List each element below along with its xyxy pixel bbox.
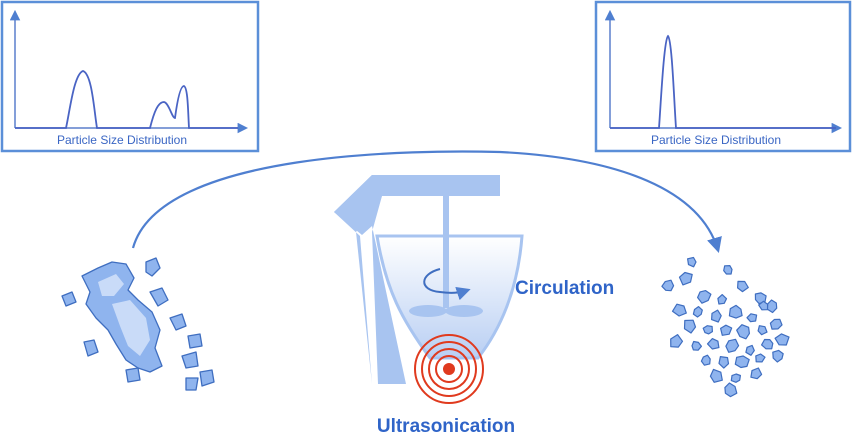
dispersed-particle xyxy=(730,373,741,383)
dispersed-particle xyxy=(671,303,687,317)
dispersed-particle xyxy=(702,325,713,335)
circulation-label: Circulation xyxy=(515,278,614,299)
right-axis-label: Particle Size Distribution xyxy=(651,133,781,147)
dispersed-particle xyxy=(697,290,712,304)
dispersed-particle xyxy=(750,367,763,380)
stirrer-blade-right xyxy=(445,305,483,317)
dispersed-particle xyxy=(709,368,723,383)
dispersed-particle xyxy=(678,271,693,286)
dispersed-particle xyxy=(691,340,702,351)
dispersed-particle xyxy=(661,279,675,292)
left-distribution-curve xyxy=(15,70,238,129)
process-arc-arrow xyxy=(131,150,722,253)
left-axis-label: Particle Size Distribution xyxy=(57,133,187,147)
right-distribution-panel: Particle Size Distribution xyxy=(594,0,852,153)
dispersed-particle xyxy=(723,265,733,275)
agglomerate-fragment xyxy=(145,257,161,277)
agglomerate-fragment xyxy=(185,377,199,391)
agglomerate-fragment xyxy=(83,339,99,357)
stirrer-shaft xyxy=(443,196,449,308)
vessel-liquid xyxy=(375,234,524,360)
dispersed-particle xyxy=(728,304,743,319)
dispersed-particle xyxy=(734,355,750,369)
mixing-vessel xyxy=(334,175,524,384)
dispersed-particle xyxy=(725,338,740,353)
dispersed-particle xyxy=(736,324,750,340)
dispersed-particle xyxy=(687,256,697,268)
agglomerate-highlight xyxy=(98,274,150,356)
dispersed-particle xyxy=(700,354,711,366)
vessel-frame-outer xyxy=(334,175,406,384)
agglomerate-fragment xyxy=(187,333,203,349)
dispersed-particle xyxy=(683,319,697,334)
dispersed-particle xyxy=(766,299,778,314)
dispersed-particle xyxy=(718,356,730,369)
agglomerate-fragment xyxy=(169,313,187,331)
dispersed-particle xyxy=(757,325,768,336)
dispersed-particle xyxy=(746,313,758,323)
dispersed-particle xyxy=(745,344,755,356)
ultrasonication-label: Ultrasonication xyxy=(377,416,515,437)
dispersed-particle xyxy=(706,338,720,350)
dispersed-particle xyxy=(737,280,749,293)
dispersed-particle xyxy=(717,294,728,305)
agglomerate-fragment xyxy=(61,291,77,307)
circulation-arrow-icon xyxy=(423,268,471,301)
dispersed-particle xyxy=(692,306,703,318)
ultrasound-source-icon xyxy=(414,334,484,404)
dispersed-particle xyxy=(769,318,783,330)
agglomerated-particles xyxy=(61,257,215,391)
dispersed-particle xyxy=(724,382,738,398)
agglomerate-fragment xyxy=(125,367,141,383)
dispersed-particle xyxy=(755,353,766,363)
stirrer-blade-left xyxy=(409,305,447,317)
dispersed-particle xyxy=(711,309,722,323)
dispersed-particle xyxy=(774,333,790,346)
agglomerate-fragment xyxy=(199,369,215,387)
agglomerate-fragment xyxy=(149,287,169,307)
right-distribution-curve xyxy=(610,34,836,129)
agglomerate-fragment xyxy=(181,351,199,369)
dispersed-particles xyxy=(661,256,790,398)
dispersed-particle xyxy=(758,300,769,311)
dispersed-particle xyxy=(761,338,774,350)
left-distribution-panel: Particle Size Distribution xyxy=(0,0,260,153)
left-panel-frame xyxy=(0,0,260,153)
dispersed-particle xyxy=(670,334,684,348)
dispersed-particle xyxy=(720,324,733,336)
right-panel-frame xyxy=(594,0,852,153)
dispersed-particle xyxy=(772,349,784,363)
